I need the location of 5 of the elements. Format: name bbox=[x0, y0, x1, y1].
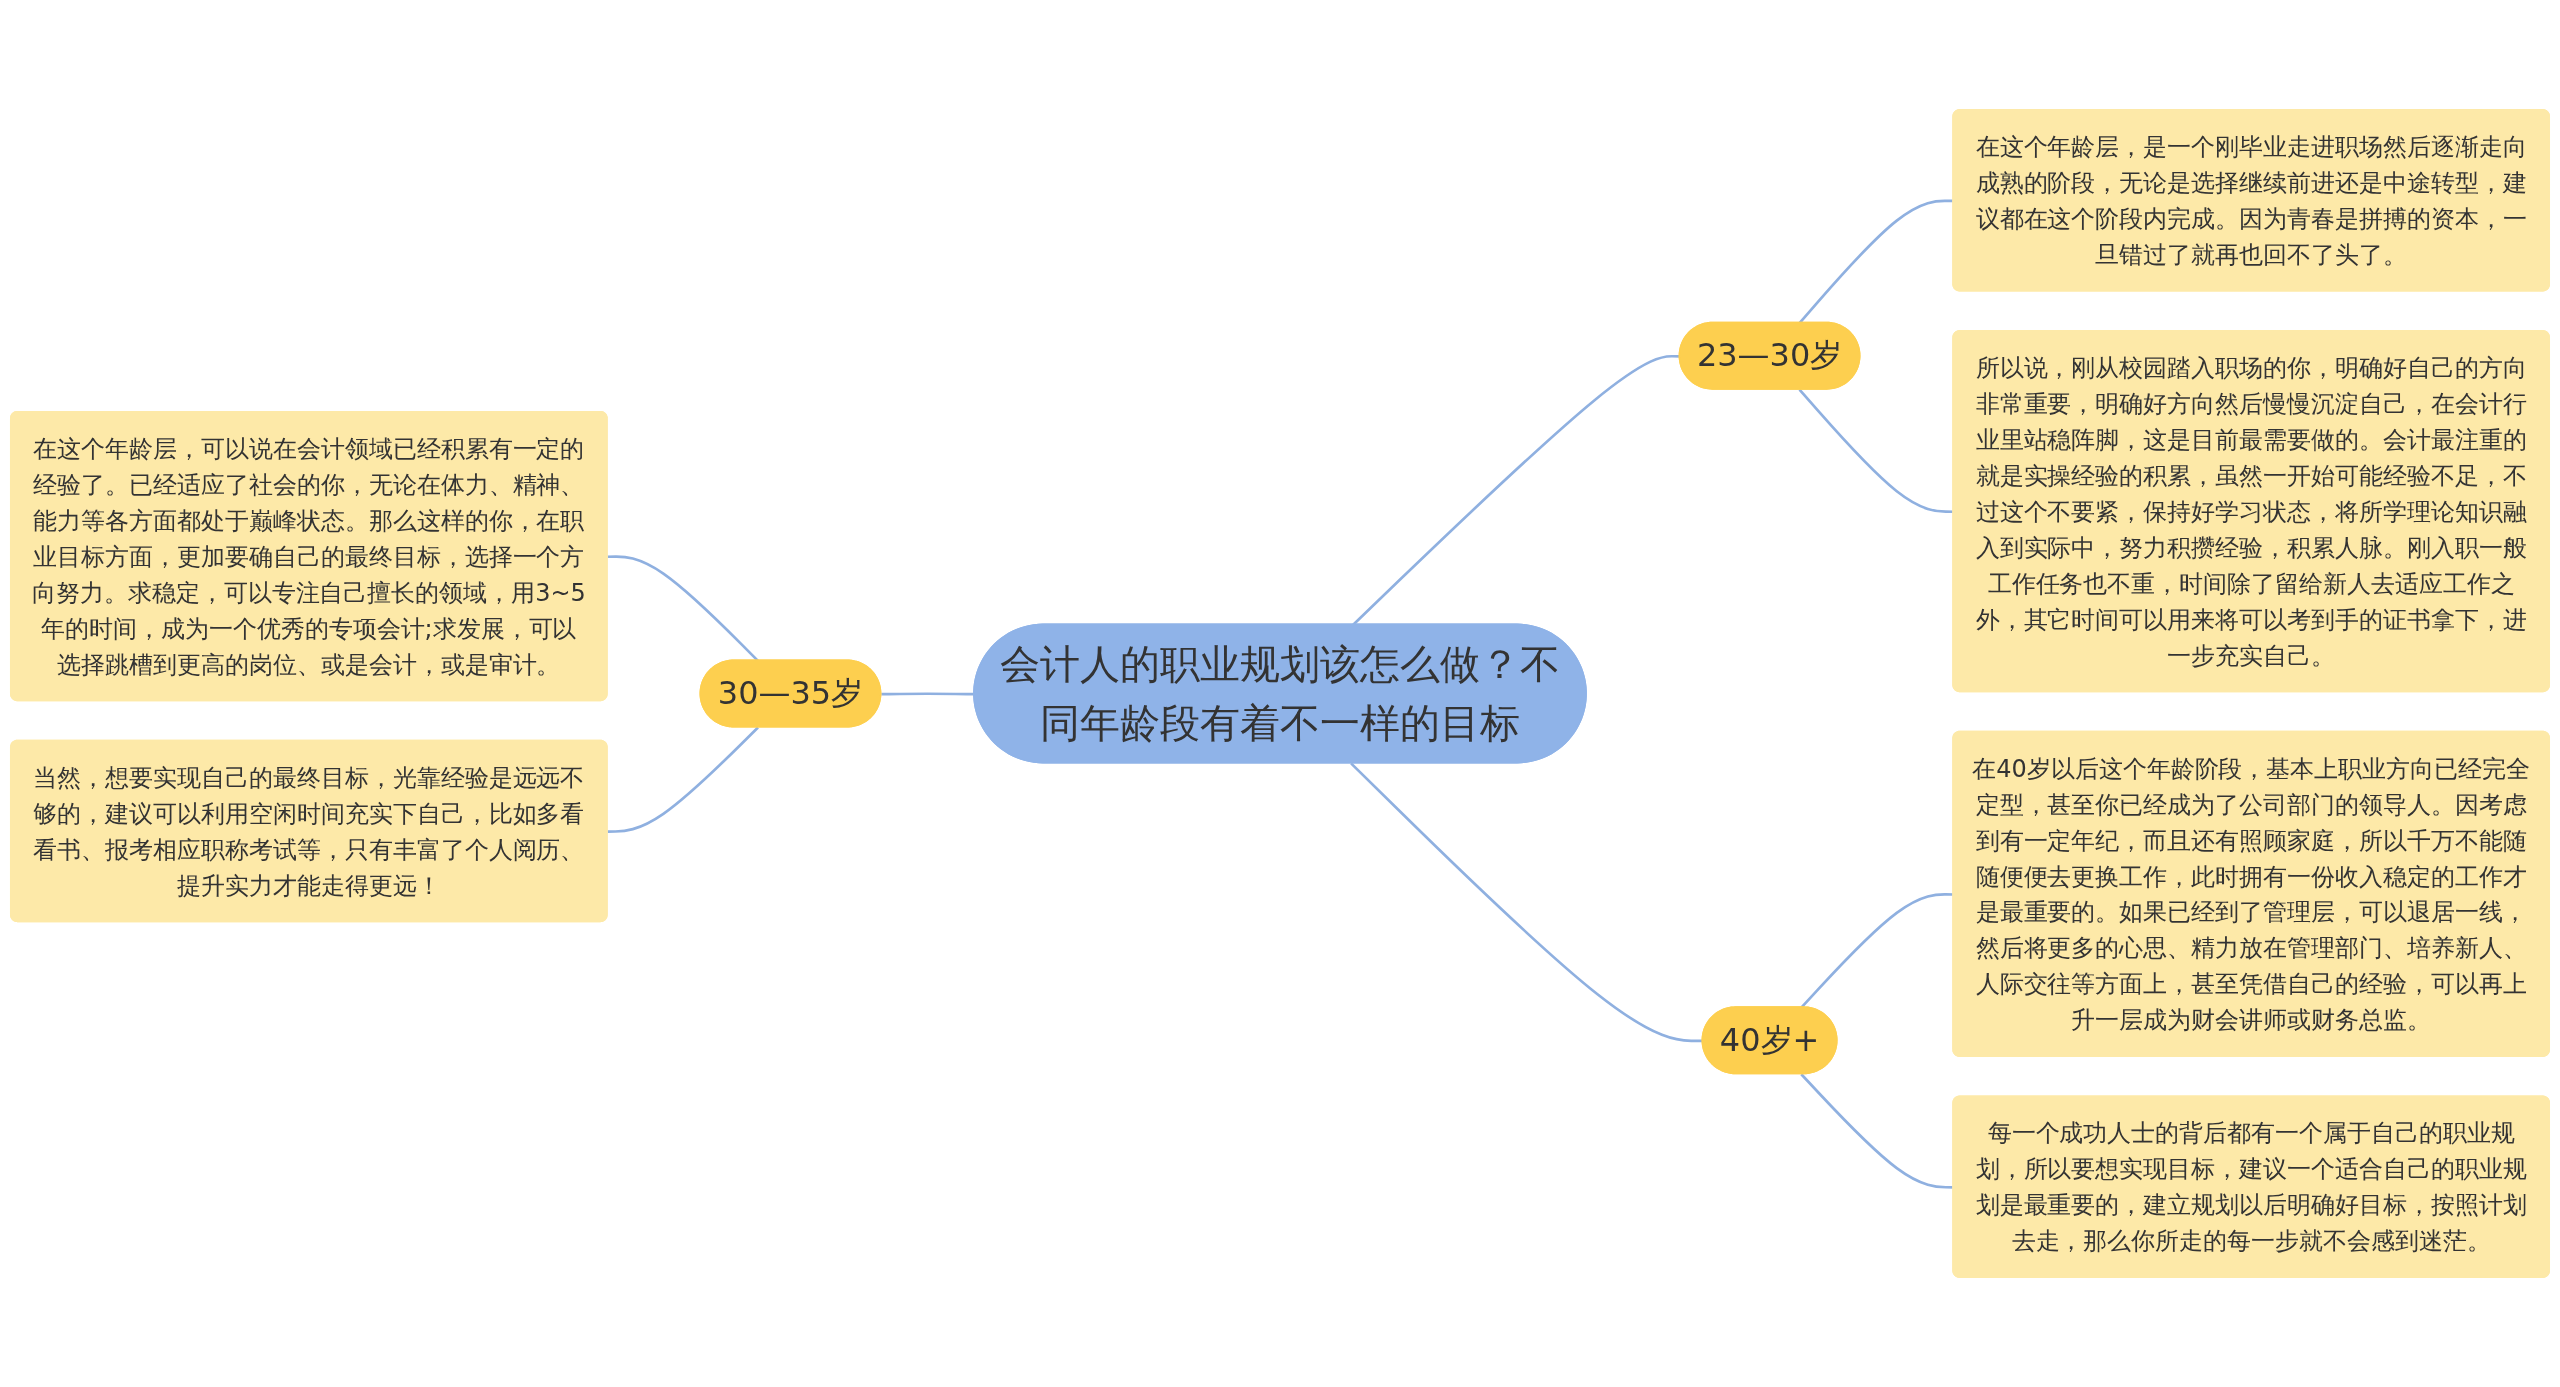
connector bbox=[607, 726, 759, 833]
connector bbox=[1350, 762, 1703, 1043]
connector bbox=[881, 692, 975, 696]
connector bbox=[1352, 354, 1680, 626]
connector bbox=[607, 555, 759, 662]
